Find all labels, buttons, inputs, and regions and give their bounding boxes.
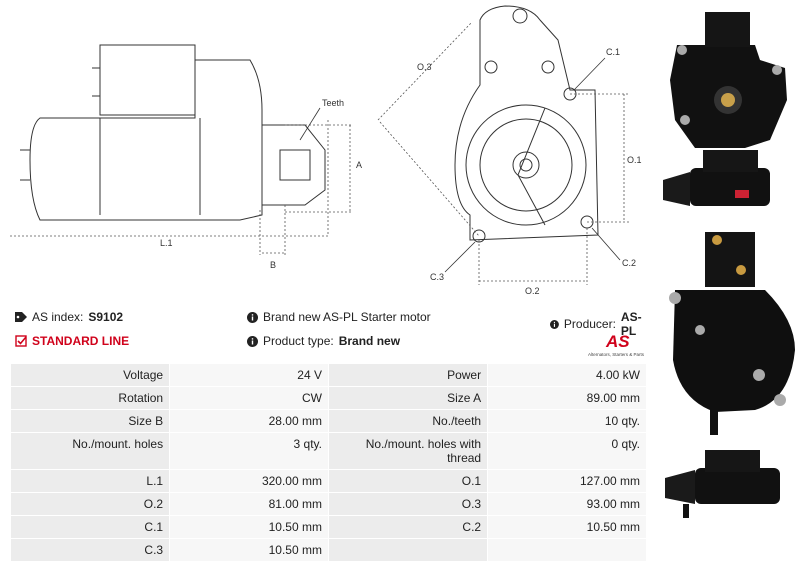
as-pl-logo: AS Alternators, Starters & Parts [588, 329, 650, 359]
teeth-label: Teeth [322, 98, 344, 108]
logo-tagline: Alternators, Starters & Parts [588, 352, 645, 357]
spec-label: Size A [327, 386, 489, 410]
info-icon [247, 335, 258, 347]
starter-motor-drawing: Teeth L.1 B A O.3 [10, 5, 642, 296]
dim-o2-label: O.2 [525, 286, 540, 296]
product-photos [655, 0, 800, 569]
info-icon [247, 311, 258, 323]
producer-value: AS-PL [620, 310, 642, 338]
spec-label: L.1 [9, 469, 171, 493]
spec-value: 10.50 mm [169, 515, 329, 539]
dim-c3-label: C.3 [430, 272, 444, 282]
dim-c2-label: C.2 [622, 258, 636, 268]
spec-value: 10 qty. [487, 409, 647, 433]
spec-label: No./mount. holes with thread [327, 432, 489, 470]
spec-value: 93.00 mm [487, 492, 647, 516]
spec-label: C.3 [9, 538, 171, 562]
spec-value: 10.50 mm [169, 538, 329, 562]
front-flange-outline [454, 5, 599, 241]
spec-label [327, 538, 489, 562]
spec-value: CW [169, 386, 329, 410]
dim-a-label: A [356, 160, 362, 170]
spec-label: C.1 [9, 515, 171, 539]
spec-label: Voltage [9, 363, 171, 387]
spec-value: 127.00 mm [487, 469, 647, 493]
tag-icon [15, 312, 27, 322]
standard-line-label: STANDARD LINE [32, 334, 130, 348]
spec-value: 4.00 kW [487, 363, 647, 387]
front-circle-outer [465, 104, 587, 226]
technical-drawing: Teeth L.1 B A O.3 [0, 0, 660, 300]
dim-c1-label: C.1 [606, 47, 620, 57]
as-index-row: AS index: S9102 [15, 310, 123, 324]
product-type-row: Product type: Brand new [247, 334, 400, 348]
spec-value: 81.00 mm [169, 492, 329, 516]
description-row: Brand new AS-PL Starter motor [247, 310, 431, 324]
spec-label: O.3 [327, 492, 489, 516]
spec-value: 28.00 mm [169, 409, 329, 433]
spec-value: 89.00 mm [487, 386, 647, 410]
photo-side-view-2 [665, 450, 780, 518]
product-type-value: Brand new [338, 334, 401, 348]
photo-side-view [663, 150, 770, 206]
photo-front-view [670, 12, 787, 148]
spec-value: 24 V [169, 363, 329, 387]
spec-label: Size B [9, 409, 171, 433]
spec-label: Power [327, 363, 489, 387]
product-type-label: Product type: [263, 334, 334, 348]
motor-body-outline [29, 59, 263, 221]
spec-label: Rotation [9, 386, 171, 410]
product-info: AS index: S9102 STANDARD LINE Brand new … [10, 305, 650, 361]
dim-l1-label: L.1 [160, 238, 173, 248]
dim-b-label: B [270, 260, 276, 270]
spec-label: C.2 [327, 515, 489, 539]
info-icon [550, 319, 559, 329]
spec-value [487, 538, 647, 562]
nose-housing-outline [262, 124, 326, 206]
producer-label: Producer: [563, 317, 616, 331]
as-index-label: AS index: [32, 310, 84, 324]
spec-value: 0 qty. [487, 432, 647, 470]
spec-value: 320.00 mm [169, 469, 329, 493]
product-description: Brand new AS-PL Starter motor [263, 310, 431, 324]
spec-label: O.1 [327, 469, 489, 493]
spec-value: 10.50 mm [487, 515, 647, 539]
dim-o1-label: O.1 [627, 155, 642, 165]
spec-label: No./mount. holes [9, 432, 171, 470]
producer-row: Producer: AS-PL [550, 310, 650, 338]
logo-text: AS [605, 332, 630, 351]
dim-o3-label: O.3 [417, 62, 432, 72]
checkbox-icon [15, 335, 27, 347]
photo-rear-view [669, 232, 795, 435]
standard-line-row: STANDARD LINE [15, 334, 129, 348]
solenoid-outline [99, 44, 196, 116]
as-index-value: S9102 [88, 310, 124, 324]
spec-label: O.2 [9, 492, 171, 516]
spec-label: No./teeth [327, 409, 489, 433]
spec-value: 3 qty. [169, 432, 329, 470]
